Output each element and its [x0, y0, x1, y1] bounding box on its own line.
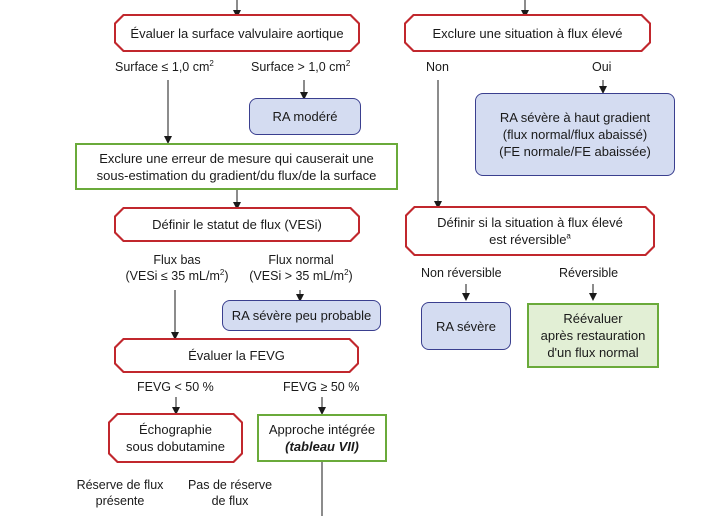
label-flux-normal: Flux normal (VESi > 35 mL/m2)	[240, 252, 362, 284]
label-flux-normal-sup: 2	[344, 267, 349, 277]
exclude-high-flow-text: Exclure une situation à flux élevé	[432, 25, 623, 41]
label-surface-gt-text: Surface > 1,0 cm	[251, 60, 346, 74]
label-non: Non	[426, 60, 449, 74]
label-oui: Oui	[592, 60, 612, 74]
define-reversible-line-1: Définir si la situation à flux élevé	[437, 215, 623, 230]
reevaluate-box: Réévaluer après restauration d'un flux n…	[527, 303, 659, 368]
label-reserve-present-line-2: présente	[95, 494, 145, 508]
integrated-line-2: (tableau VII)	[285, 439, 359, 454]
label-reserve-present: Réserve de flux présente	[70, 477, 170, 509]
ra-severe-high-gradient-box: RA sévère à haut gradient (flux normal/f…	[475, 93, 675, 176]
integrated-box: Approche intégrée (tableau VII)	[257, 414, 387, 462]
integrated-line-1: Approche intégrée	[268, 422, 376, 437]
label-fevg-lt: FEVG < 50 %	[137, 380, 214, 394]
reevaluate-line-2: après restauration	[540, 328, 646, 343]
ra-severe-high-line-2: (flux normal/flux abaissé)	[502, 127, 648, 142]
define-reversible-footnote: a	[566, 231, 571, 241]
define-reversible-box: Définir si la situation à flux élevé est…	[405, 206, 655, 256]
eval-surface-box: Évaluer la surface valvulaire aortique	[114, 14, 360, 52]
define-flow-text: Définir le statut de flux (VESi)	[152, 217, 322, 232]
reevaluate-line-1: Réévaluer	[563, 311, 623, 326]
ra-severe-text: RA sévère	[436, 318, 496, 334]
exclude-error-box: Exclure une erreur de mesure qui causera…	[75, 143, 398, 190]
label-flux-normal-close: )	[348, 269, 353, 283]
ra-severe-high-line-3: (FE normale/FE abaissée)	[499, 144, 651, 159]
label-flux-bas-line-1: Flux bas	[153, 253, 201, 267]
label-flux-bas-sup: 2	[219, 267, 225, 277]
label-flux-bas: Flux bas (VESi ≤ 35 mL/m2)	[116, 252, 238, 284]
label-surface-le: Surface ≤ 1,0 cm2	[115, 59, 214, 75]
label-surface-gt: Surface > 1,0 cm2	[251, 59, 350, 75]
exclude-high-flow-box: Exclure une situation à flux élevé	[404, 14, 651, 52]
echo-dobutamine-box: Échographie sous dobutamine	[108, 413, 243, 463]
exclude-error-line-1: Exclure une erreur de mesure qui causera…	[99, 150, 374, 166]
label-no-reserve-line-2: de flux	[211, 494, 249, 508]
ra-severe-box: RA sévère	[421, 302, 511, 350]
label-flux-normal-line-2: (VESi > 35 mL/m	[249, 269, 345, 283]
label-no-reserve-line-1: Pas de réserve	[187, 478, 273, 492]
ra-moderate-box: RA modéré	[249, 98, 361, 135]
label-no-reserve: Pas de réserve de flux	[180, 477, 280, 509]
label-surface-gt-sup: 2	[345, 58, 351, 68]
label-flux-normal-line-1: Flux normal	[268, 253, 334, 267]
eval-surface-text: Évaluer la surface valvulaire aortique	[130, 25, 344, 41]
label-reversible: Réversible	[559, 266, 619, 280]
ra-unlikely-box: RA sévère peu probable	[222, 300, 381, 331]
reevaluate-line-3: d'un flux normal	[547, 345, 639, 360]
eval-fevg-box: Évaluer la FEVG	[114, 338, 359, 373]
eval-fevg-text: Évaluer la FEVG	[188, 348, 285, 363]
echo-line-1: Échographie	[138, 422, 212, 437]
ra-moderate-text: RA modéré	[272, 109, 338, 124]
exclude-error-line-2: sous-estimation du gradient/du flux/de l…	[96, 167, 377, 183]
define-reversible-line-2: est réversible	[489, 232, 567, 247]
label-flux-bas-line-2: (VESi ≤ 35 mL/m	[125, 269, 220, 283]
label-surface-le-sup: 2	[209, 58, 214, 68]
ra-unlikely-text: RA sévère peu probable	[231, 308, 372, 323]
ra-severe-high-line-1: RA sévère à haut gradient	[499, 110, 651, 125]
define-flow-box: Définir le statut de flux (VESi)	[114, 207, 360, 242]
label-fevg-ge: FEVG ≥ 50 %	[283, 380, 360, 394]
label-non-reversible: Non réversible	[421, 266, 502, 280]
echo-line-2: sous dobutamine	[125, 439, 225, 454]
label-surface-le-text: Surface ≤ 1,0 cm	[115, 60, 210, 74]
label-reserve-present-line-1: Réserve de flux	[76, 478, 164, 492]
label-flux-bas-close: )	[224, 269, 229, 283]
